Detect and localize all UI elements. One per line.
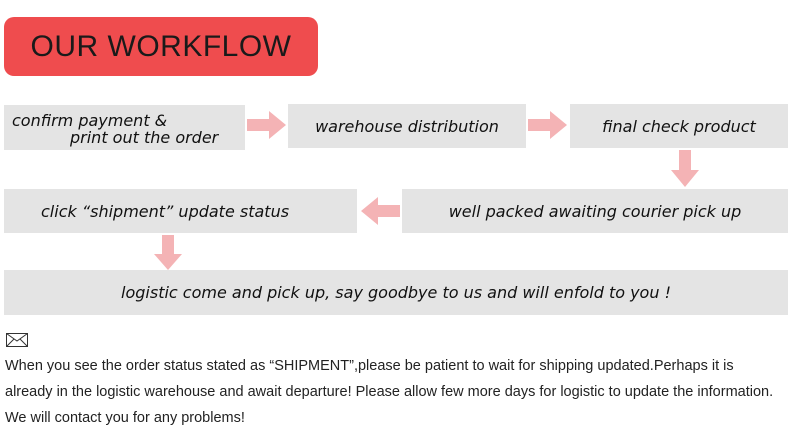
step-label: warehouse distribution bbox=[315, 116, 499, 136]
step-label: well packed awaiting courier pick up bbox=[448, 201, 742, 221]
step-label: final check product bbox=[602, 116, 756, 136]
arrow-down-icon bbox=[154, 235, 182, 270]
step-packed: well packed awaiting courier pick up bbox=[402, 189, 788, 233]
step-label: click “shipment” update status bbox=[41, 201, 290, 221]
arrow-right-icon bbox=[247, 111, 286, 139]
note-line-2: already in the logistic warehouse and aw… bbox=[5, 384, 774, 400]
envelope-icon bbox=[6, 333, 28, 347]
title-banner: OUR WORKFLOW bbox=[4, 17, 318, 76]
step-final-check: final check product bbox=[570, 104, 788, 148]
arrow-down-icon bbox=[671, 150, 699, 187]
step-logistic-pickup: logistic come and pick up, say goodbye t… bbox=[4, 270, 788, 315]
step-label: logistic come and pick up, say goodbye t… bbox=[121, 283, 671, 302]
page-title: OUR WORKFLOW bbox=[30, 29, 292, 63]
step-update-status: click “shipment” update status bbox=[4, 189, 357, 233]
arrow-right-icon bbox=[528, 111, 567, 139]
step-label: print out the order bbox=[70, 128, 219, 147]
note-line-3: We will contact you for any problems! bbox=[5, 410, 245, 426]
step-confirm-payment: confirm payment & print out the order bbox=[4, 105, 245, 150]
note-line-1: When you see the order status stated as … bbox=[5, 358, 734, 374]
arrow-left-icon bbox=[361, 197, 400, 225]
step-label: confirm payment & bbox=[12, 111, 168, 130]
step-warehouse-distribution: warehouse distribution bbox=[288, 104, 526, 148]
